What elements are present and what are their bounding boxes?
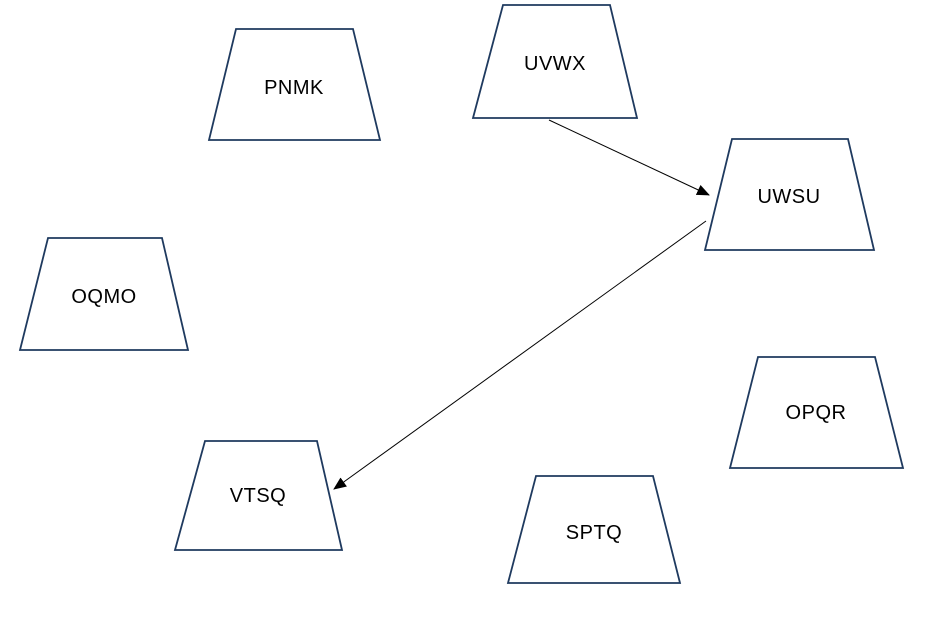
trapezoid-shape xyxy=(728,356,905,469)
trapezoid-shape xyxy=(471,4,639,119)
node-label: UVWX xyxy=(524,53,586,75)
trapezoid-shape xyxy=(506,475,682,584)
node-vtsq[interactable]: VTSQ xyxy=(173,440,344,551)
edge-uvwx-to-uwsu[interactable] xyxy=(548,119,710,196)
trapezoid-shape xyxy=(207,28,382,141)
trapezoid-shape xyxy=(703,138,876,251)
node-label: OPQR xyxy=(786,402,847,424)
node-opqr[interactable]: OPQR xyxy=(728,356,905,469)
node-label: PNMK xyxy=(264,77,324,99)
node-label: OQMO xyxy=(71,286,136,308)
trapezoid-shape xyxy=(173,440,344,551)
edge-line xyxy=(333,220,707,490)
node-uvwx[interactable]: UVWX xyxy=(471,4,639,119)
node-label: VTSQ xyxy=(230,485,286,507)
node-label: UWSU xyxy=(757,186,820,208)
trapezoid-shape xyxy=(18,237,190,351)
node-uwsu[interactable]: UWSU xyxy=(703,138,876,251)
node-pnmk[interactable]: PNMK xyxy=(207,28,382,141)
node-oqmo[interactable]: OQMO xyxy=(18,237,190,351)
edge-uwsu-to-vtsq[interactable] xyxy=(333,220,707,490)
node-sptq[interactable]: SPTQ xyxy=(506,475,682,584)
node-label: SPTQ xyxy=(566,522,622,544)
edge-line xyxy=(548,119,710,196)
